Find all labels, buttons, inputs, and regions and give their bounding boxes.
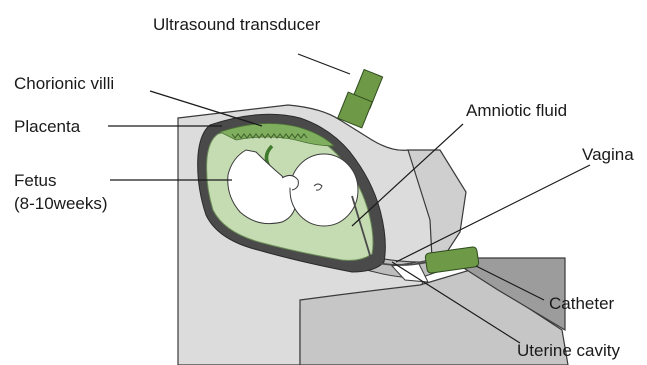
label-ultrasound-transducer: Ultrasound transducer xyxy=(153,15,321,34)
label-placenta: Placenta xyxy=(14,117,81,136)
label-uterine-cavity: Uterine cavity xyxy=(517,341,620,360)
label-amniotic-fluid: Amniotic fluid xyxy=(466,101,567,120)
ultrasound-transducer-device xyxy=(338,69,383,127)
label-vagina: Vagina xyxy=(582,145,634,164)
label-catheter: Catheter xyxy=(549,294,615,313)
label-fetus: Fetus xyxy=(14,171,57,190)
leader-ultrasound-transducer xyxy=(298,54,350,74)
fetus-head xyxy=(290,154,358,226)
label-fetus-age: (8-10weeks) xyxy=(14,194,108,213)
label-chorionic-villi: Chorionic villi xyxy=(14,74,114,93)
